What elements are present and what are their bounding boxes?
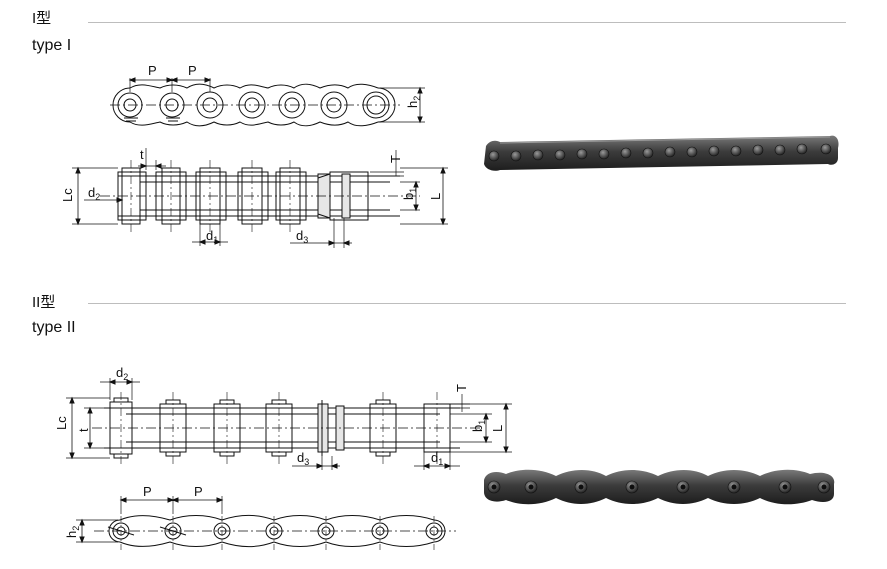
dim-d3: d3 <box>296 228 308 245</box>
type1-top-view <box>72 148 448 248</box>
dim-L: L <box>490 425 505 432</box>
dim-b1: b1 <box>401 188 418 200</box>
dim-h2: h2 <box>64 526 81 538</box>
dim-Lc: Lc <box>60 188 75 202</box>
dim-t: t <box>76 428 91 432</box>
dim-L: L <box>428 193 443 200</box>
dim-h2: h2 <box>405 96 422 108</box>
dim-T: T <box>454 384 469 392</box>
section-title-en-type2: type II <box>32 319 76 336</box>
type2-top-view <box>66 378 512 470</box>
dim-d1: d1 <box>206 228 218 245</box>
dim-Lc: Lc <box>54 416 69 430</box>
type1-chain-photo <box>484 135 839 171</box>
type2-chain-photo <box>484 469 835 505</box>
dim-P: P <box>148 63 157 78</box>
type2-side-view <box>76 496 456 550</box>
dim-d2: d2 <box>116 365 128 382</box>
dim-d1: d1 <box>431 450 443 467</box>
section-divider <box>88 303 846 304</box>
dim-d2: d2 <box>88 185 100 202</box>
dim-d3: d3 <box>297 450 309 467</box>
section-title-cn-type2: II型 <box>32 294 56 311</box>
dim-P: P <box>188 63 197 78</box>
section-title-cn-type1: I型 <box>32 10 52 27</box>
dim-b1: b1 <box>470 420 487 432</box>
dim-P: P <box>143 484 152 499</box>
dim-t: t <box>140 147 144 162</box>
type1-side-view <box>110 77 425 127</box>
section-title-en-type1: type I <box>32 37 72 54</box>
section-divider <box>88 22 846 23</box>
dim-P: P <box>194 484 203 499</box>
chain-pins <box>488 143 832 162</box>
dim-T: T <box>388 155 403 163</box>
